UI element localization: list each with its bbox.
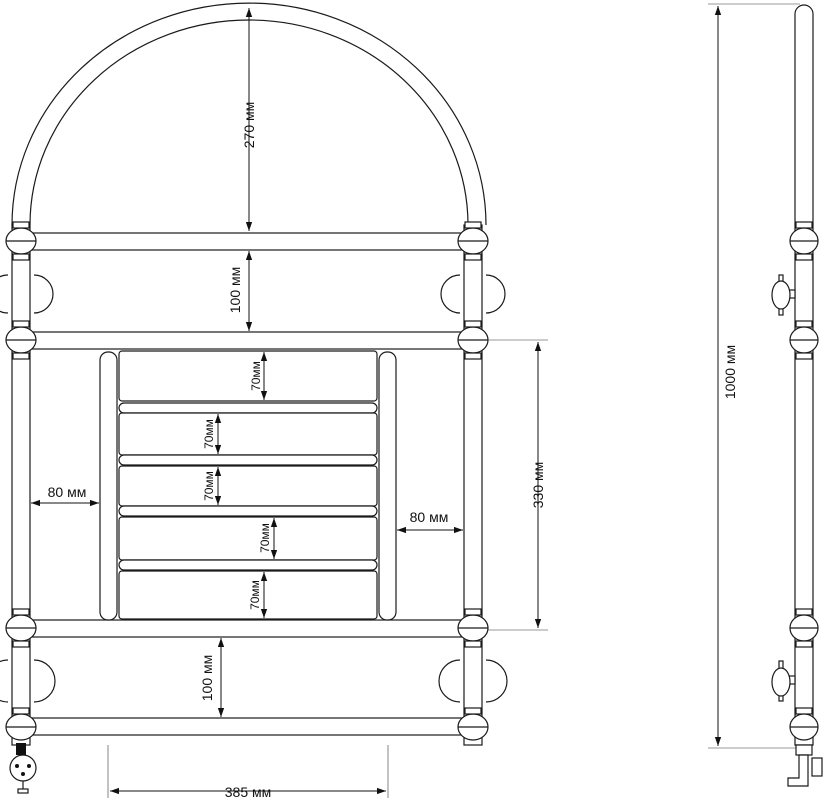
label-right-gap: 80 мм <box>410 509 449 525</box>
label-panel-height: 330 мм <box>530 462 546 509</box>
label-top-gap: 100 мм <box>227 267 243 314</box>
side-tube <box>794 4 814 746</box>
side-outlet-icon <box>787 744 823 787</box>
label-arch-height: 270 мм <box>241 102 257 149</box>
horizontal-bar-3 <box>29 619 465 638</box>
side-ball-joints <box>789 221 819 741</box>
horizontal-bar-1 <box>29 232 465 251</box>
horizontal-bar-4 <box>29 717 465 736</box>
inner-left-post <box>99 351 118 621</box>
label-slat-3: 70мм <box>202 471 216 501</box>
left-vertical-tube <box>11 224 31 746</box>
wall-mount-discs <box>0 274 508 703</box>
side-view <box>771 4 823 787</box>
arch-outer <box>11 2 487 226</box>
slat-panel <box>118 350 378 620</box>
label-slat-2: 70мм <box>202 419 216 449</box>
label-slat-5: 70мм <box>248 580 262 610</box>
side-wall-bracket-top <box>771 274 796 316</box>
label-slat-1: 70мм <box>249 361 263 391</box>
dimension-lines <box>31 3 800 798</box>
label-slat-4: 70мм <box>258 523 272 553</box>
heater-valve-icon <box>9 743 37 794</box>
ball-joints <box>5 221 489 741</box>
horizontal-bar-2 <box>29 331 465 350</box>
label-bottom-gap: 100 мм <box>199 655 215 702</box>
dimension-labels: 270 мм 100 мм 100 мм 330 мм 1000 мм 80 м… <box>48 102 738 800</box>
side-wall-bracket-bottom <box>771 660 796 702</box>
right-vertical-tube <box>463 224 483 746</box>
front-view <box>0 2 508 794</box>
label-bottom-width: 385 мм <box>225 784 272 800</box>
label-left-gap: 80 мм <box>48 484 87 500</box>
inner-right-post <box>378 351 397 621</box>
label-total-height: 1000 мм <box>722 345 738 399</box>
